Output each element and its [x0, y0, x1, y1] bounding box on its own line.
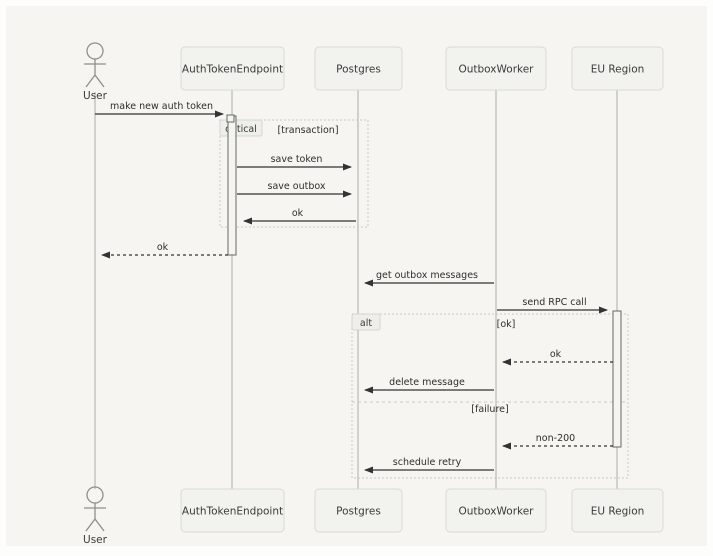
actor-leg-left-icon	[85, 74, 96, 88]
message-m11: schedule retry	[364, 457, 494, 474]
message-label-m6: get outbox messages	[376, 270, 478, 281]
message-label-m7: send RPC call	[522, 297, 586, 308]
alt-fragment-condition-label: [ok]	[497, 319, 516, 330]
message-label-m5: ok	[157, 242, 169, 253]
actor-leg-right-icon	[94, 518, 105, 532]
message-label-m2: save token	[271, 154, 323, 165]
message-m1: make new auth token	[95, 101, 224, 118]
participant-box-pg[interactable]	[314, 46, 403, 91]
actor-label-user-header: User	[83, 90, 108, 102]
actor-head-icon	[86, 42, 104, 60]
actor-label-user-footer: User	[83, 534, 108, 546]
actor-leg-left-icon	[85, 518, 96, 532]
critical-fragment-condition-label: [transaction]	[277, 125, 338, 136]
participant-label-pg: Postgres	[336, 64, 381, 76]
actor-user-header: User	[83, 42, 108, 102]
participant-auth[interactable]: AuthTokenEndpoint	[180, 46, 285, 91]
alt-fragment-divider-label-0: [failure]	[471, 404, 508, 415]
critical-fragment-operator-label: critical	[225, 124, 257, 135]
participant-box-auth[interactable]	[180, 46, 285, 91]
message-label-m8: ok	[550, 349, 562, 360]
message-m4: ok	[243, 208, 356, 225]
participant-box-eu[interactable]	[571, 46, 664, 91]
actor-head-icon	[86, 486, 104, 504]
message-m2: save token	[237, 154, 352, 171]
participant-footer-label-eu: EU Region	[591, 506, 645, 518]
actor-leg-right-icon	[94, 74, 105, 88]
message-m5: ok	[101, 242, 228, 259]
participant-footer-box-worker[interactable]	[445, 488, 547, 533]
participant-footer-auth[interactable]: AuthTokenEndpoint	[180, 488, 285, 533]
message-label-m11: schedule retry	[393, 457, 462, 468]
message-label-m10: non-200	[536, 433, 575, 444]
participant-footer-box-auth[interactable]	[180, 488, 285, 533]
message-m10: non-200	[502, 433, 613, 450]
alt-fragment-operator-box	[351, 313, 381, 331]
participant-footer-label-pg: Postgres	[336, 506, 381, 518]
message-m3: save outbox	[237, 181, 352, 198]
alt-fragment-operator-label: alt	[360, 318, 372, 329]
participant-footer-box-eu[interactable]	[571, 488, 664, 533]
participant-label-eu: EU Region	[591, 64, 645, 76]
message-label-m9: delete message	[389, 377, 465, 388]
message-label-m3: save outbox	[268, 181, 326, 192]
participant-eu[interactable]: EU Region	[571, 46, 664, 91]
auth-activation	[227, 115, 237, 256]
participant-footer-pg[interactable]: Postgres	[314, 488, 403, 533]
actor-user-footer: User	[83, 486, 108, 546]
participant-footer-label-auth: AuthTokenEndpoint	[182, 506, 283, 518]
participant-label-worker: OutboxWorker	[458, 64, 534, 76]
participant-footer-eu[interactable]: EU Region	[571, 488, 664, 533]
participant-label-auth: AuthTokenEndpoint	[182, 64, 283, 76]
participant-footer-label-worker: OutboxWorker	[458, 506, 534, 518]
critical-fragment-border	[219, 119, 369, 228]
message-m9: delete message	[364, 377, 494, 394]
participant-box-worker[interactable]	[445, 46, 547, 91]
message-m6: get outbox messages	[364, 270, 494, 287]
message-m7: send RPC call	[497, 297, 608, 314]
alt-fragment-border	[351, 313, 629, 479]
eu-activation	[612, 310, 622, 448]
participant-footer-box-pg[interactable]	[314, 488, 403, 533]
participant-worker[interactable]: OutboxWorker	[445, 46, 547, 91]
message-label-m1: make new auth token	[110, 101, 213, 112]
participant-footer-worker[interactable]: OutboxWorker	[445, 488, 547, 533]
participant-pg[interactable]: Postgres	[314, 46, 403, 91]
alt-fragment: alt [ok] [failure]	[351, 313, 629, 479]
endpoint-marker	[226, 114, 235, 123]
message-label-m4: ok	[292, 208, 304, 219]
message-m8: ok	[502, 349, 613, 366]
